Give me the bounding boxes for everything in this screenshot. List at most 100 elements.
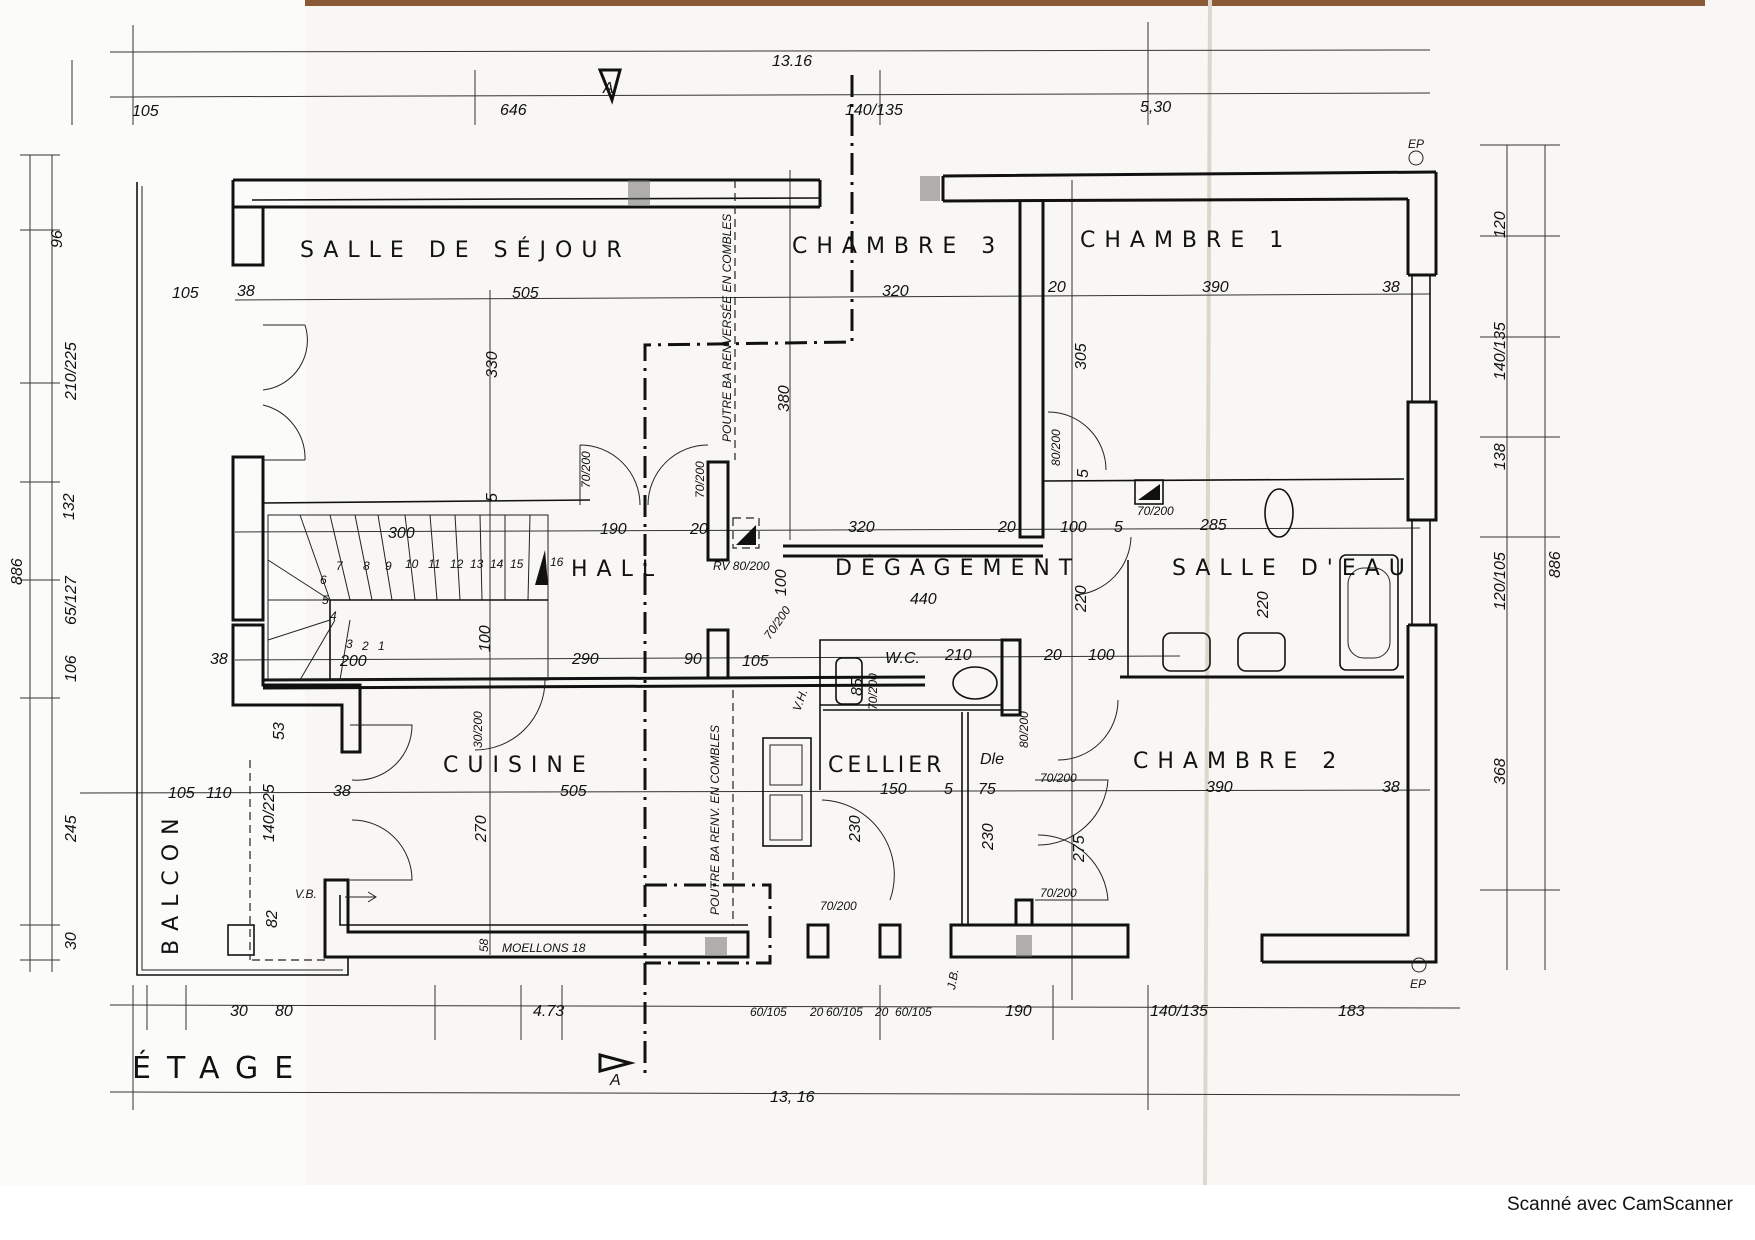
duct-icon (1134, 479, 1164, 505)
dimension-label: 886 (9, 558, 26, 585)
dimension-label: 96 (49, 230, 66, 248)
bidet-icon (1264, 488, 1294, 538)
dimension-label: 4.73 (533, 1003, 564, 1020)
room-label-cuisine: CUISINE (443, 753, 595, 778)
door-swings (262, 324, 1132, 901)
dimension-label: 100 (1088, 647, 1115, 664)
room-label-degagement: DÉGAGEMENT (835, 555, 1081, 581)
dimension-label: RV 80/200 (713, 559, 770, 573)
dimension-label: 20 (1047, 279, 1066, 296)
bottom-dimensions: 13, 16 30 80 4.73 60/105 20 60/105 20 60… (230, 1003, 1365, 1106)
paper-left-strip (0, 0, 305, 1185)
dimension-label: 38 (210, 651, 228, 668)
dimension-label: 368 (1492, 758, 1509, 785)
dimension-label: 70/200 (579, 451, 593, 488)
dimension-label: 120 (1492, 211, 1509, 238)
left-dimensions: 886 96 210/225 132 65/127 106 245 30 (9, 230, 80, 950)
bathtub-icon (1339, 554, 1399, 671)
dimension-label: 15 (510, 557, 524, 571)
dimension-label: 305 (1073, 343, 1090, 370)
room-label-chambre2: CHAMBRE 2 (1133, 749, 1345, 774)
dimension-label: 75 (978, 781, 996, 798)
dimension-label: 140/135 (1150, 1003, 1208, 1020)
section-line (643, 75, 854, 1080)
dimension-label: 60/105 (826, 1005, 863, 1019)
dimension-label: 285 (1199, 517, 1227, 534)
dimension-label: 140/135 (845, 102, 903, 119)
dimension-label: 300 (388, 525, 415, 542)
room-label-dle: Dle (980, 751, 1004, 768)
dimension-label: 183 (1338, 1003, 1365, 1020)
dimension-label: POUTRE BA RENV. EN COMBLES (708, 725, 722, 915)
dimension-label: 82 (264, 910, 281, 928)
dimension-label: 9 (385, 559, 392, 573)
room-label-hall: HALL (571, 557, 663, 582)
dimension-label: 60/105 (750, 1005, 787, 1019)
fixtures (345, 68, 1427, 1073)
downpipe-icon (1411, 957, 1427, 973)
dimension-label: 330 (484, 351, 501, 378)
dimension-label: 14 (490, 557, 504, 571)
annotations: POUTRE BA RENVERSÉE EN COMBLES POUTRE BA… (295, 137, 1426, 992)
dimension-label: 80/200 (1049, 429, 1063, 466)
dimension-label: 140/225 (261, 784, 278, 842)
room-label-balcon: BALCON (159, 809, 184, 955)
dimension-label: 320 (848, 519, 875, 536)
dimension-label: 70/200 (1040, 886, 1077, 900)
dimension-label: 13, 16 (770, 1089, 815, 1106)
dimension-label: 38 (1382, 279, 1400, 296)
dimension-label: 80 (275, 1003, 293, 1020)
dimension-label: 190 (600, 521, 627, 538)
dimension-label: 16 (550, 555, 564, 569)
dimension-label: 20 (689, 521, 708, 538)
dimension-label: 140/135 (1492, 322, 1509, 380)
washbasin-icon (1237, 632, 1286, 672)
dimension-label: 320 (882, 283, 909, 300)
dimension-label: 5 (1075, 469, 1092, 478)
walls (231, 170, 1438, 964)
dimension-label: 100 (1060, 519, 1087, 536)
dimension-label: 70/200 (693, 461, 707, 498)
dimension-label: 11 (428, 557, 440, 571)
plan-title: ÉTAGE (132, 1050, 309, 1086)
dimension-label: 138 (1492, 443, 1509, 470)
dimension-label: 200 (339, 653, 367, 670)
right-dimensions: 886 120 140/135 138 120/105 368 (1492, 211, 1564, 785)
dimension-label: MOELLONS 18 (502, 941, 586, 955)
dimension-label: EP (1408, 137, 1424, 151)
dimension-label: 220 (1073, 585, 1090, 613)
dimension-label: 1 (378, 639, 385, 653)
dimension-label: 105 (172, 285, 199, 302)
dimension-label: 150 (880, 781, 907, 798)
dimension-label: J.B. (944, 968, 962, 992)
dimension-label: 275 (1071, 835, 1088, 863)
dimension-label: 210/225 (63, 342, 80, 401)
dimension-label: 38 (1382, 779, 1400, 796)
staircase (267, 514, 549, 681)
stair-step-numbers: 1 2 3 4 5 6 7 8 9 10 11 12 13 14 15 16 (320, 555, 564, 653)
dimension-label: 245 (63, 815, 80, 843)
section-marker-bottom: A (609, 1072, 621, 1089)
dimension-label: V.B. (295, 887, 317, 901)
dimension-label: 30/200 (471, 711, 485, 748)
washbasin-icon (1162, 632, 1211, 672)
room-label-sejour: SALLE DE SÉJOUR (300, 237, 631, 263)
dimension-label: 60/105 (895, 1005, 932, 1019)
dimension-label: 85 (849, 678, 866, 696)
dimension-label: 53 (271, 722, 288, 740)
dimension-label: 5 (484, 493, 501, 502)
dimension-label: 105 (742, 653, 769, 670)
room-label-salle-eau: SALLE D'EAU (1172, 556, 1414, 581)
dimension-label: 38 (333, 783, 351, 800)
dimension-label: 270 (473, 815, 490, 843)
dimension-label: 230 (980, 823, 997, 851)
dimension-label: 13.16 (772, 53, 812, 70)
dimension-label: 5 (1114, 519, 1123, 536)
dimension-label: 3 (346, 637, 353, 651)
dimension-label: 5,30 (1140, 99, 1171, 116)
dimension-label: 100 (477, 625, 494, 652)
dimension-label: 100 (773, 569, 790, 596)
dimension-label: 190 (1005, 1003, 1032, 1020)
dimension-label: 10 (405, 557, 419, 571)
